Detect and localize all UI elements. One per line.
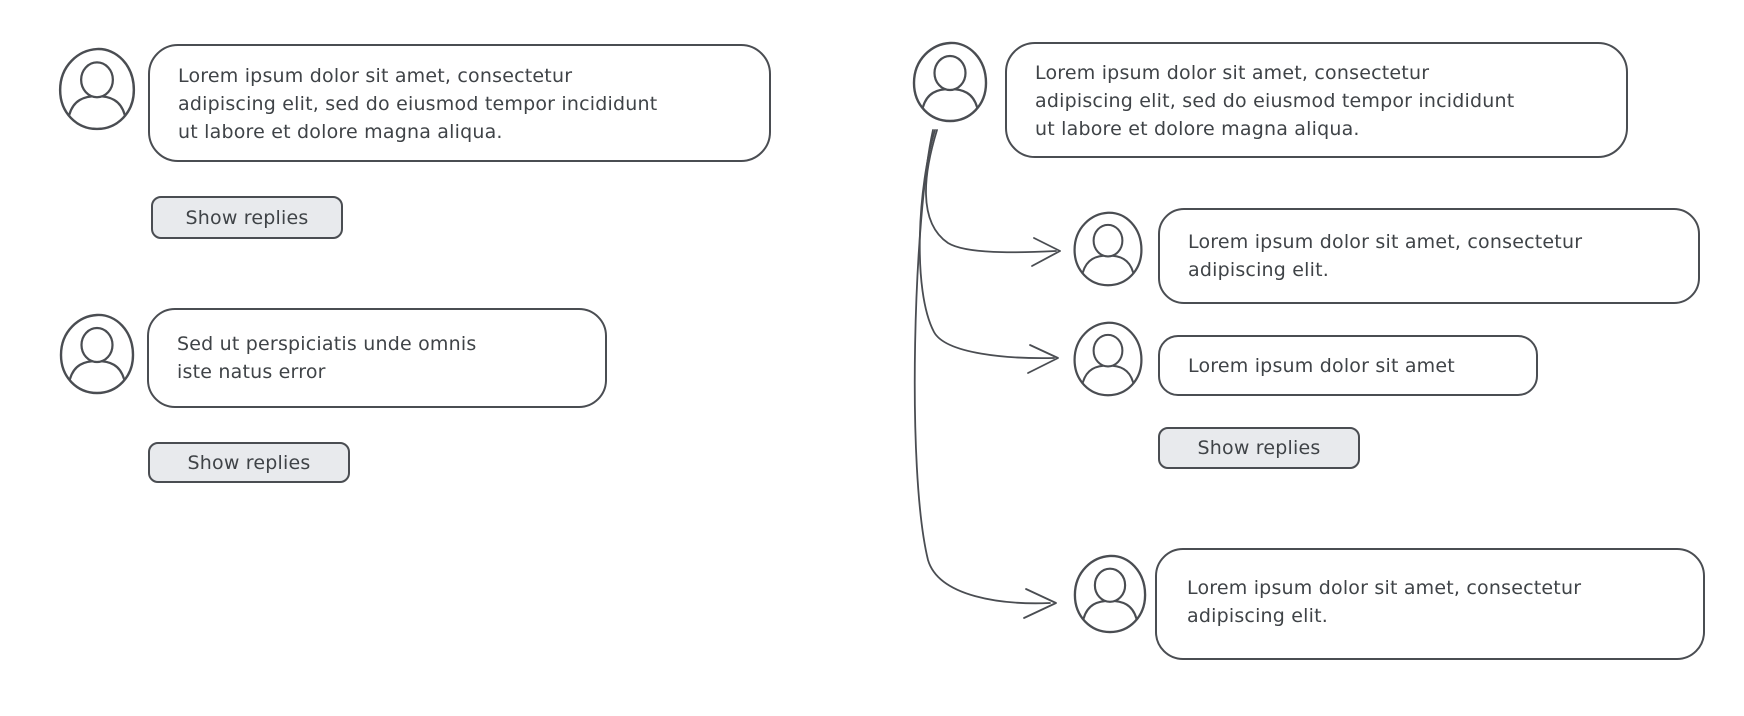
- show-replies-button[interactable]: Show replies: [1158, 427, 1360, 469]
- reply-bubble: Lorem ipsum dolor sit amet, consectetur …: [1155, 548, 1705, 660]
- comment-bubble: Lorem ipsum dolor sit amet, consectetur …: [148, 44, 771, 162]
- comment-bubble: Sed ut perspiciatis unde omnis iste natu…: [147, 308, 607, 408]
- show-replies-button[interactable]: Show replies: [151, 196, 343, 239]
- comment-bubble: Lorem ipsum dolor sit amet, consectetur …: [1005, 42, 1628, 158]
- curved-arrow-icon: [913, 129, 1051, 605]
- show-replies-button[interactable]: Show replies: [148, 442, 350, 483]
- arrowhead-icon: [1027, 344, 1059, 374]
- user-avatar-icon: [1071, 553, 1149, 635]
- arrowhead-icon: [1031, 237, 1061, 267]
- user-avatar-icon: [55, 46, 139, 132]
- user-avatar-icon: [910, 40, 990, 124]
- reply-bubble: Lorem ipsum dolor sit amet, consectetur …: [1158, 208, 1700, 304]
- user-avatar-icon: [1070, 320, 1146, 398]
- curved-arrow-icon: [918, 129, 1055, 360]
- user-avatar-icon: [1070, 210, 1146, 288]
- reply-bubble: Lorem ipsum dolor sit amet: [1158, 335, 1538, 396]
- arrowhead-icon: [1023, 588, 1057, 619]
- user-avatar-icon: [55, 312, 139, 396]
